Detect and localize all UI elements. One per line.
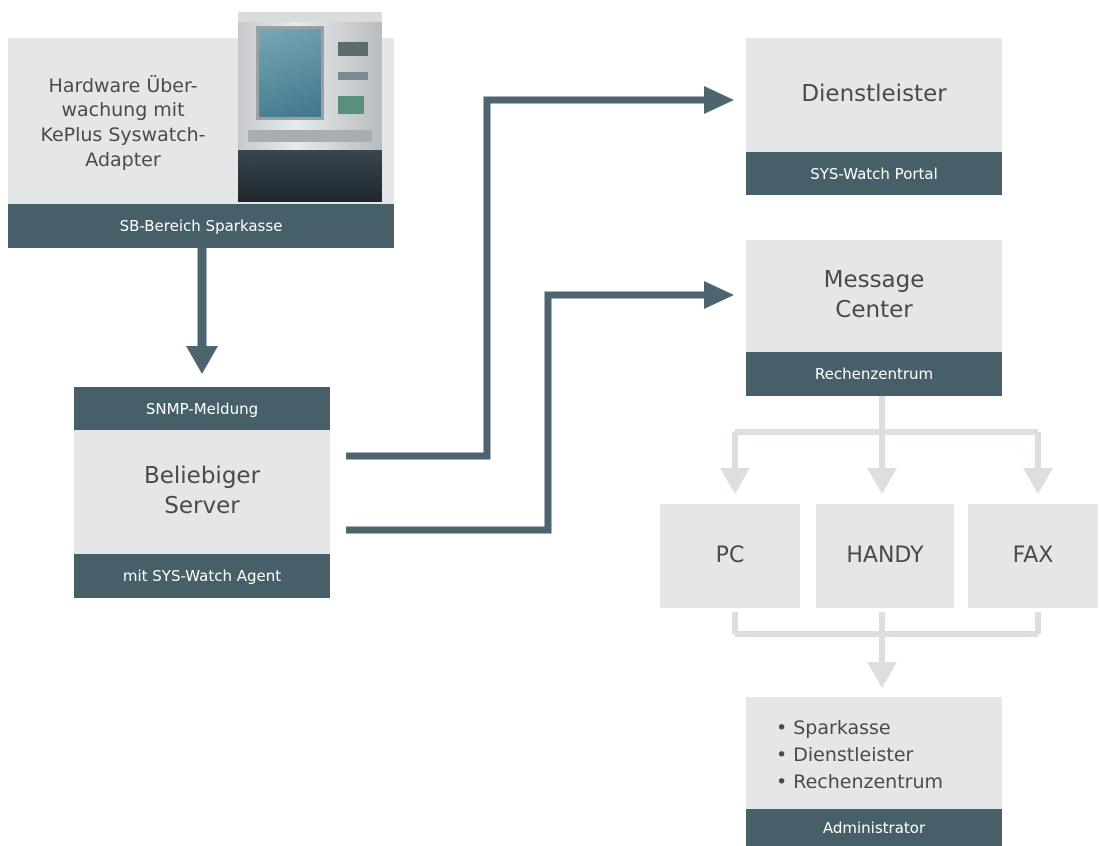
arrowheads-devices bbox=[720, 468, 1053, 494]
arrow-server-to-message-center bbox=[346, 281, 734, 534]
dienstleister-title: Dienstleister bbox=[801, 81, 947, 108]
message-center-title: Message Center bbox=[823, 267, 925, 323]
server-title: Beliebiger Server bbox=[143, 463, 261, 519]
message-center-box bbox=[746, 240, 1002, 352]
arrow-server-to-dienstleister bbox=[346, 86, 734, 460]
device-pc-box: PC bbox=[660, 504, 800, 608]
device-fax-box: FAX bbox=[968, 504, 1098, 608]
administrator-list: • Sparkasse • Dienstleister • Rechenzent… bbox=[776, 715, 943, 796]
arrowhead-administrator bbox=[867, 662, 897, 688]
device-handy-box: HANDY bbox=[816, 504, 954, 608]
administrator-item-rechenzentrum: • Rechenzentrum bbox=[776, 771, 944, 793]
arrow-devices-to-administrator bbox=[732, 612, 1041, 664]
server-bottom-label: mit SYS-Watch Agent bbox=[74, 554, 330, 598]
arrow-message-center-to-devices bbox=[732, 396, 1041, 470]
administrator-item-sparkasse: • Sparkasse bbox=[776, 717, 891, 739]
atm-image bbox=[238, 12, 382, 202]
dienstleister-box bbox=[746, 38, 1002, 152]
administrator-box: • Sparkasse • Dienstleister • Rechenzent… bbox=[746, 697, 1002, 809]
administrator-item-dienstleister: • Dienstleister bbox=[776, 744, 914, 766]
server-box bbox=[74, 430, 330, 554]
administrator-label: Administrator bbox=[746, 809, 1002, 846]
server-top-label: SNMP-Meldung bbox=[74, 387, 330, 430]
dienstleister-label: SYS-Watch Portal bbox=[746, 152, 1002, 195]
message-center-label: Rechenzentrum bbox=[746, 352, 1002, 396]
arrow-sb-to-server bbox=[186, 248, 218, 374]
sb-bereich-title: Hardware Über- wachung mit KePlus Syswat… bbox=[40, 74, 206, 171]
sb-bereich-label: SB-Bereich Sparkasse bbox=[8, 204, 394, 248]
